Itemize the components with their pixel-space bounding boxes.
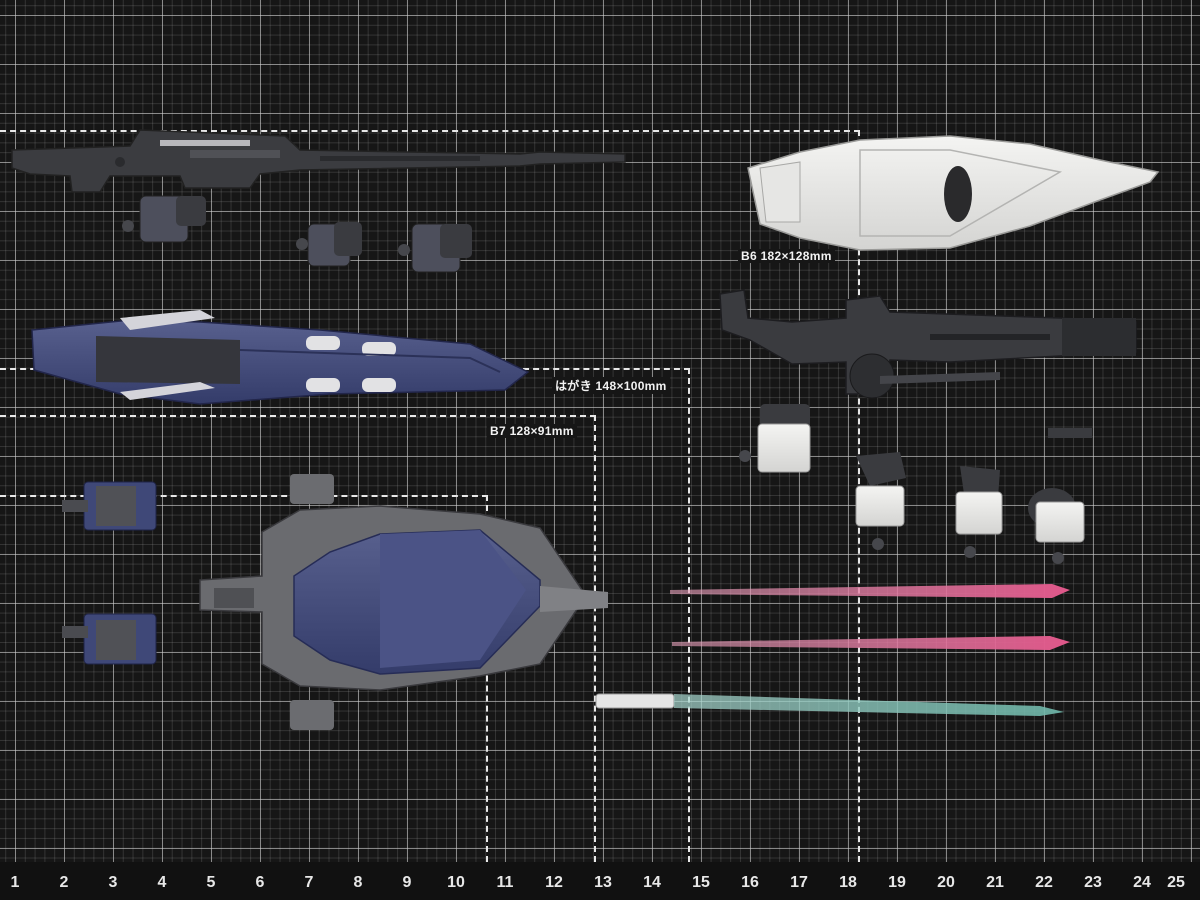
long-rifle-icon — [11, 129, 626, 193]
ruler-number: 8 — [353, 874, 363, 891]
b7-outline — [0, 415, 596, 862]
ruler-number: 2 — [59, 874, 69, 891]
ruler-number: 23 — [1084, 874, 1102, 891]
hand-part-icon — [739, 404, 1092, 564]
ruler-strip: 1 2 3 4 5 6 7 8 9 10 11 12 13 14 15 16 1… — [0, 862, 1200, 900]
backpack-icon — [199, 474, 608, 730]
white-shield-icon — [747, 135, 1160, 251]
ruler-number: 24 — [1133, 874, 1151, 891]
ruler-number: 3 — [108, 874, 118, 891]
ruler-number: 11 — [496, 874, 514, 891]
ruler-number: 19 — [888, 874, 906, 891]
ruler-number: 21 — [986, 874, 1004, 891]
ruler-number: 14 — [643, 874, 661, 891]
ruler-number: 13 — [594, 874, 612, 891]
hagaki-size-label: はがき 148×100mm — [552, 377, 670, 394]
ruler-number: 20 — [937, 874, 955, 891]
thruster-icon — [62, 481, 157, 665]
ruler-number: 4 — [157, 874, 167, 891]
small-card-outline — [0, 495, 488, 862]
b7-size-label: B7 128×91mm — [487, 424, 577, 438]
ruler-number: 7 — [304, 874, 314, 891]
ruler-number: 17 — [790, 874, 808, 891]
ruler-number: 6 — [255, 874, 265, 891]
ruler-number: 9 — [402, 874, 412, 891]
parts-layout — [11, 129, 1160, 730]
ruler-number: 25 — [1167, 874, 1185, 891]
ruler-number: 1 — [10, 874, 20, 891]
ruler-number: 12 — [545, 874, 563, 891]
ruler-number: 5 — [206, 874, 216, 891]
ruler-number: 22 — [1035, 874, 1053, 891]
gatling-gun-icon — [719, 289, 1137, 399]
hand-part-icon — [122, 195, 472, 273]
ruler-number: 15 — [692, 874, 710, 891]
ruler-number: 10 — [447, 874, 465, 891]
ruler-number: 18 — [839, 874, 857, 891]
ruler-number: 16 — [741, 874, 759, 891]
beam-saber-icon — [595, 584, 1070, 716]
b6-size-label: B6 182×128mm — [738, 249, 835, 263]
blue-shield-icon — [31, 310, 530, 405]
